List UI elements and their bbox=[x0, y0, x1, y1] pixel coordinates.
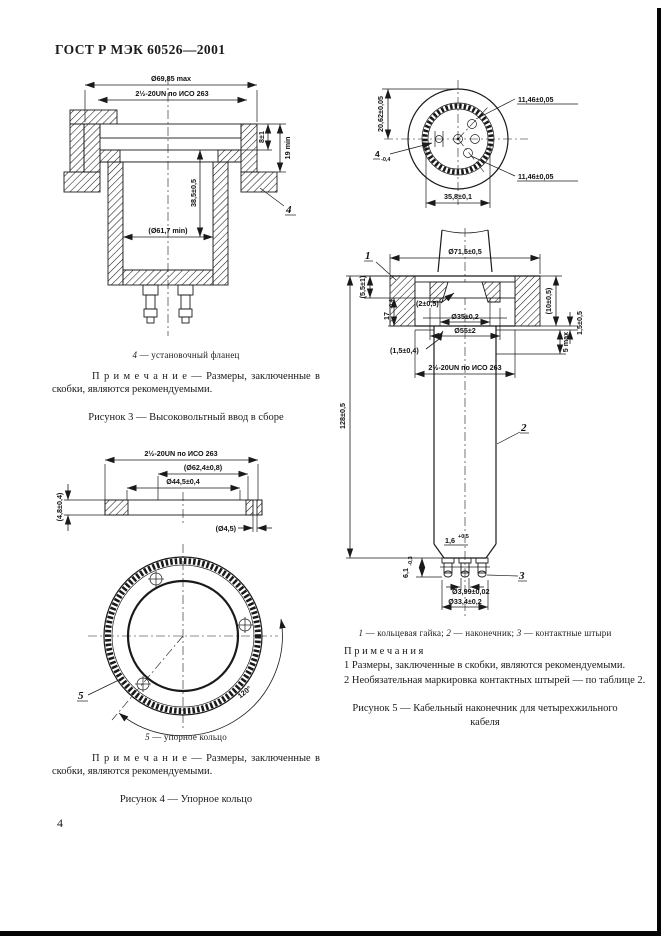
figure3-legend-text: — установочный фланец bbox=[137, 350, 240, 360]
fig5-dim-pitch: 20,62±0,05 bbox=[376, 96, 385, 132]
fig4-dim-dia-outer: (Ø62,4±0,8) bbox=[184, 463, 223, 472]
page-number: 4 bbox=[57, 816, 63, 830]
fig4-ring-section bbox=[104, 499, 263, 516]
fig5-dim-lip-b: 1,5±0,5 bbox=[575, 311, 584, 335]
fig5-dim-pin-len-tol: -0,3 bbox=[408, 556, 414, 565]
figure3-captions: 4 — установочный фланец П р и м е ч а н … bbox=[52, 350, 320, 425]
fig3-dim-inner-dia: (Ø61,7 min) bbox=[148, 226, 188, 235]
figure4-drawing: 2½-20UN по ИСО 263 (Ø62,4±0,8) Ø44,5±0,4… bbox=[55, 449, 286, 736]
scan-edge-bottom bbox=[0, 931, 661, 936]
fig5-end-view-centerlines bbox=[384, 80, 528, 205]
fig5-dim-lip-c: (1,5±0,4) bbox=[390, 346, 419, 355]
figure4-legend-num: 5 bbox=[145, 732, 150, 742]
fig5-dim-bore-b: Ø55±2 bbox=[454, 326, 476, 335]
fig4-dim-thread: 2½-20UN по ИСО 263 bbox=[144, 449, 217, 458]
figure4-legend-text: — упорное кольцо bbox=[149, 732, 227, 742]
fig3-extension-lines bbox=[84, 90, 296, 216]
fig3-dim-outer-dia: Ø69,85 max bbox=[151, 74, 191, 83]
figure3-note: П р и м е ч а н и е — Размеры, заключенн… bbox=[52, 370, 320, 397]
figure5-notes-title: П р и м е ч а н и я bbox=[344, 646, 424, 657]
fig4-dim-thickness: (4,8±0,4) bbox=[55, 492, 64, 521]
fig3-dimension-lines bbox=[85, 81, 284, 241]
figure3-note-label: П р и м е ч а н и е bbox=[92, 371, 187, 382]
figure5-legend-num3: 3 bbox=[516, 628, 522, 638]
figure4-note: П р и м е ч а н и е — Размеры, заключенн… bbox=[52, 752, 320, 779]
fig5-dim-pin-spacing-bottom: 11,46±0,05 bbox=[518, 172, 554, 181]
figure4-note-text: — Размеры, заключенные в скобки, являютс… bbox=[52, 753, 320, 778]
fig5-dimension-lines bbox=[346, 254, 574, 611]
figure5-legend: 1 — кольцевая гайка; 2 — наконечник; 3 —… bbox=[318, 628, 652, 638]
figure5-end-view-drawing: 20,62±0,05 11,46±0,05 11,46±0,05 35,8±0,… bbox=[373, 80, 578, 208]
fig3-section-shapes bbox=[63, 109, 278, 286]
figure3-note-text: — Размеры, заключенные в скобки, являютс… bbox=[52, 371, 320, 396]
figure4-legend: 5 — упорное кольцо bbox=[52, 732, 320, 742]
fig3-ref-label-4: 4 bbox=[285, 204, 292, 216]
figure5-legend-text1: — кольцевая гайка; bbox=[363, 628, 447, 638]
fig5-dim-tip-main: 1,6 bbox=[445, 536, 455, 545]
figure5-caption: Рисунок 5 — Кабельный наконечник для чет… bbox=[318, 702, 652, 729]
standard-number: ГОСТ Р МЭК 60526—2001 bbox=[55, 42, 226, 57]
figure3-caption: Рисунок 3 — Высоковольтный ввод в сборе bbox=[88, 411, 284, 423]
figure4-captions: 5 — упорное кольцо П р и м е ч а н и е —… bbox=[52, 732, 320, 807]
fig5-body-shapes bbox=[389, 229, 541, 559]
fig4-dim-hole-dia: (Ø4,5) bbox=[216, 524, 237, 533]
fig4-dim-dia-inner: Ø44,5±0,4 bbox=[166, 477, 200, 486]
fig5-ref-label-3: 3 bbox=[518, 570, 525, 582]
figure5-legend-text2: — наконечник; bbox=[451, 628, 517, 638]
fig5-end-view-dimension-lines bbox=[384, 89, 490, 207]
figure4-note-label: П р и м е ч а н и е bbox=[92, 753, 187, 764]
figure5-caption-line2: кабеля bbox=[470, 716, 500, 728]
figure5-captions: 1 — кольцевая гайка; 2 — наконечник; 3 —… bbox=[318, 628, 652, 729]
fig4-ref-label-5: 5 bbox=[78, 690, 84, 702]
fig5-dim-nut-height: (5,5±1) bbox=[358, 275, 367, 298]
fig5-dim-pin-circle: Ø33,4±0,2 bbox=[448, 597, 482, 606]
fig5-dim-flange-dia: Ø71,5±0,5 bbox=[448, 247, 482, 256]
fig4-dimension-lines bbox=[64, 456, 286, 736]
figure5-legend-num2: 2 bbox=[446, 628, 452, 638]
figure3-legend: 4 — установочный фланец bbox=[52, 350, 320, 360]
fig5-contact-pins bbox=[440, 557, 490, 578]
fig5-ref-label-1: 1 bbox=[365, 250, 371, 262]
fig3-dim-thread: 2½-20UN по ИСО 263 bbox=[135, 89, 208, 98]
fig4-extension-lines bbox=[64, 464, 259, 702]
figure4-caption: Рисунок 4 — Упорное кольцо bbox=[119, 793, 253, 805]
fig3-contact-pins bbox=[142, 284, 194, 324]
fig5-dim-length: 128±0,5 bbox=[338, 403, 347, 429]
figure3-legend-num: 4 bbox=[132, 350, 138, 360]
fig5-dim-key-tol: -0,4 bbox=[381, 157, 391, 163]
fig5-ref-label-2: 2 bbox=[520, 422, 527, 434]
fig5-dim-max5: 5 max bbox=[561, 332, 570, 352]
fig5-dim-pin-spacing-top: 11,46±0,05 bbox=[518, 95, 554, 104]
fig5-dim-pin-dia: Ø3,99±0,02 bbox=[452, 587, 490, 596]
fig5-dim-thread: 2½-20UN по ИСО 263 bbox=[428, 363, 501, 372]
fig5-end-view-pins bbox=[434, 119, 480, 158]
figure5-note-2: 2 Необязательная маркировка контактных ш… bbox=[344, 675, 646, 687]
fig5-dim-pin-len-main: 6,1 bbox=[401, 568, 410, 578]
fig5-dim-gap: (2±0,5) bbox=[416, 299, 439, 308]
fig3-dim-min-height: 19 min bbox=[283, 137, 292, 160]
figure5-legend-num1: 1 bbox=[358, 628, 364, 638]
fig5-dim-lip-a: (10±0,5) bbox=[544, 287, 553, 314]
figure5-note-1: 1 Размеры, заключенные в скобки, являютс… bbox=[344, 660, 626, 671]
fig5-dim-width: 35,8±0,1 bbox=[444, 192, 472, 201]
fig5-dim-bore-a: Ø35±0,2 bbox=[451, 312, 479, 321]
fig4-dim-angle: 120° bbox=[236, 684, 253, 700]
fig5-dim-key-main: 4 bbox=[375, 149, 380, 159]
figure5-caption-line1: Рисунок 5 — Кабельный наконечник для чет… bbox=[352, 702, 618, 714]
fig5-dim-h17-tol: -0,4 bbox=[389, 298, 395, 308]
fig5-dim-tip-tol: +0,5 bbox=[458, 534, 469, 540]
figure5-main-drawing: Ø71,5±0,5 (5,5±1) (10±0,5) 1,5±0,5 (2±0,… bbox=[338, 228, 584, 618]
scan-edge-right bbox=[657, 8, 661, 936]
figure5-legend-text3: — контактные штыри bbox=[521, 628, 612, 638]
fig3-dim-plate-height: 8±1 bbox=[257, 131, 266, 143]
fig5-dim-h17-main: 17 bbox=[382, 312, 391, 320]
fig5-extension-lines bbox=[346, 254, 578, 610]
fig3-dim-depth: 38,5±0,5 bbox=[189, 179, 198, 207]
figure3-drawing: Ø69,85 max 2½-20UN по ИСО 263 8±1 19 min… bbox=[63, 74, 296, 336]
fig5-end-view-leaders bbox=[373, 88, 578, 208]
